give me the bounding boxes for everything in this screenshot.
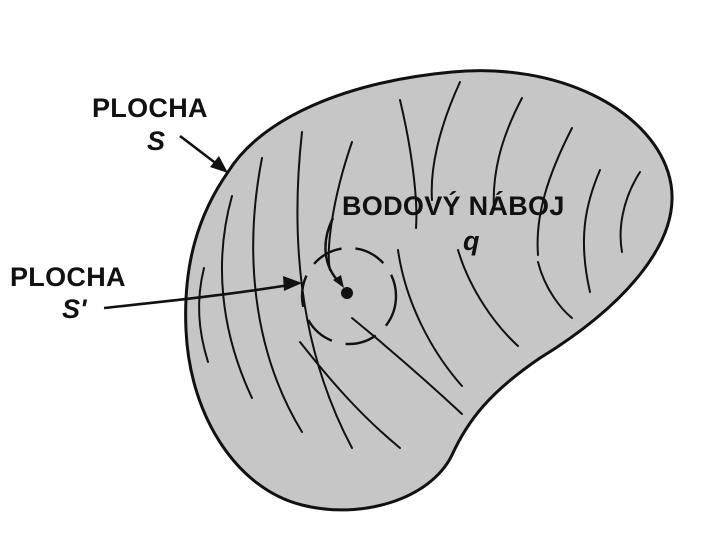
surface-s-blob — [184, 69, 674, 512]
field-line — [252, 157, 303, 433]
surface-s-symbol: S — [147, 126, 165, 156]
surface-s-arrowhead — [210, 156, 228, 173]
field-line — [536, 127, 573, 256]
point-charge-dot — [341, 287, 353, 299]
field-line — [397, 249, 463, 387]
field-line — [299, 341, 401, 449]
field-lines — [198, 81, 641, 449]
field-line — [351, 317, 463, 415]
field-line — [492, 97, 523, 211]
field-line — [198, 267, 209, 363]
point-charge-symbol: q — [463, 226, 480, 256]
field-line — [582, 169, 601, 293]
field-line — [430, 81, 461, 201]
surface-s-prime-arrowhead — [283, 276, 302, 291]
point-charge-arrow — [324, 217, 341, 284]
field-line — [619, 171, 641, 253]
surface-s-prime-dashed — [300, 246, 398, 346]
surface-s-prime-arrow — [103, 282, 297, 310]
surface-s-label: PLOCHA — [92, 93, 208, 123]
point-charge-arrowhead — [333, 275, 344, 288]
field-line — [537, 261, 573, 319]
field-line — [457, 249, 519, 347]
field-line — [399, 99, 418, 229]
point-charge-label: BODOVÝ NÁBOJ — [342, 190, 565, 221]
surface-s-prime-label: PLOCHA — [10, 262, 126, 292]
surface-s-prime-symbol: S' — [62, 294, 88, 324]
